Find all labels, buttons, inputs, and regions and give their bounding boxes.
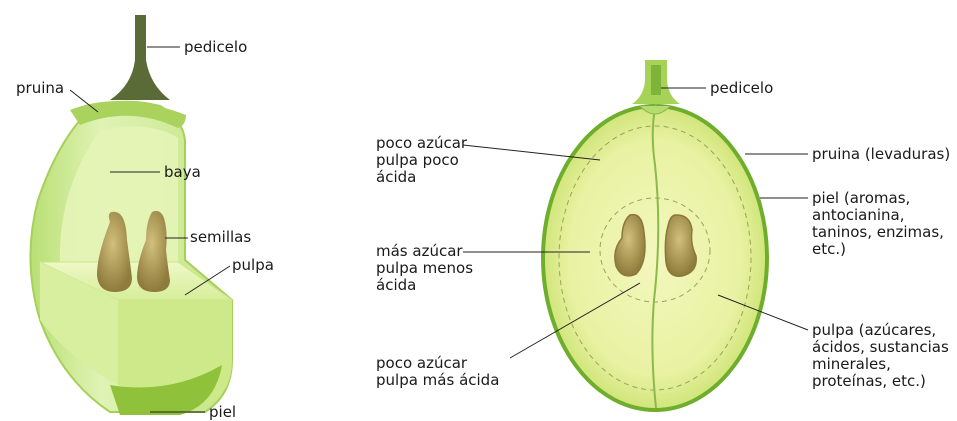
label-right-outer-zone: poco azúcar pulpa poco ácida bbox=[376, 135, 467, 186]
left-berry bbox=[30, 15, 232, 415]
label-right-pulpa: pulpa (azúcares, ácidos, sustancias mine… bbox=[812, 322, 949, 390]
label-left-semillas: semillas bbox=[190, 229, 251, 246]
label-left-piel: piel bbox=[209, 404, 236, 421]
label-left-baya: baya bbox=[164, 164, 201, 181]
left-stem bbox=[110, 15, 170, 100]
right-berry-skin bbox=[543, 106, 767, 410]
label-left-pruina: pruina bbox=[16, 80, 64, 97]
label-left-pedicelo: pedicelo bbox=[184, 39, 247, 56]
label-left-pulpa: pulpa bbox=[232, 257, 274, 274]
label-right-pedicelo: pedicelo bbox=[710, 80, 773, 97]
label-right-pruina: pruina (levaduras) bbox=[812, 146, 950, 163]
label-right-piel: piel (aromas, antocianina, taninos, enzi… bbox=[812, 190, 944, 258]
label-right-middle-zone: más azúcar pulpa menos ácida bbox=[376, 243, 473, 294]
label-right-core-zone: poco azúcar pulpa más ácida bbox=[376, 355, 499, 389]
right-stem-inner bbox=[651, 65, 661, 95]
right-berry bbox=[543, 60, 767, 410]
